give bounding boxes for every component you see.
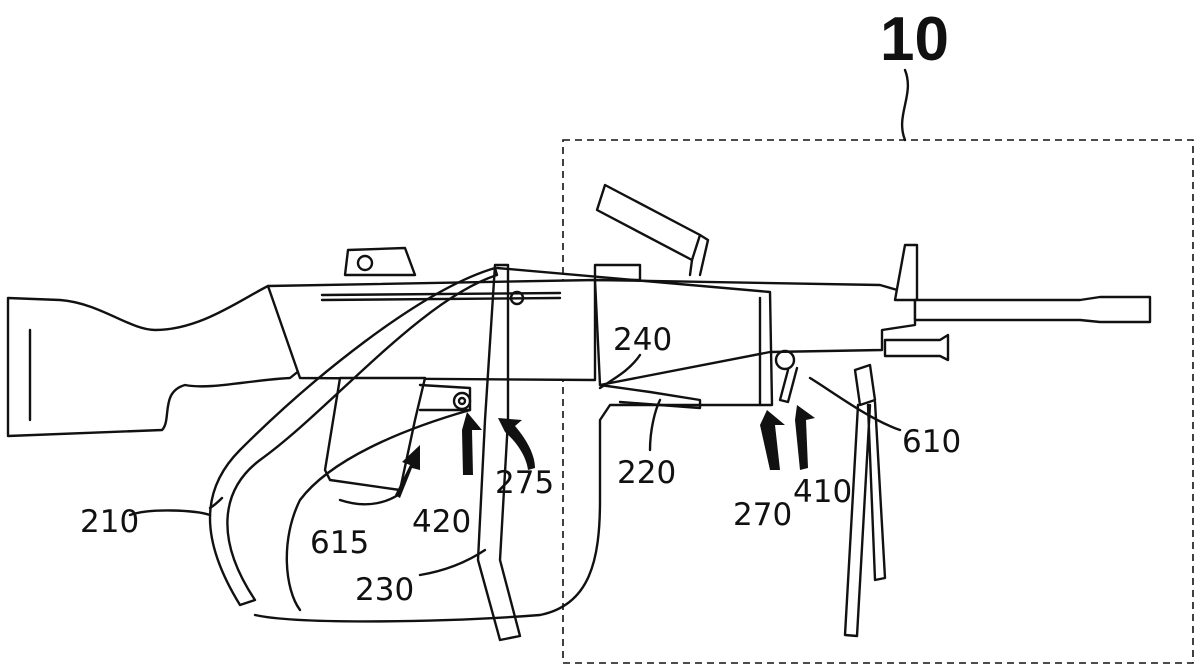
arrow-615 bbox=[395, 445, 420, 498]
barrel bbox=[913, 295, 1152, 324]
latch-410 bbox=[778, 366, 799, 404]
detail-boundary-box bbox=[562, 139, 1194, 664]
leader-240 bbox=[598, 353, 642, 390]
arrow-410 bbox=[795, 405, 815, 470]
gun-receiver bbox=[266, 278, 597, 382]
frame-lower-bar bbox=[253, 403, 762, 623]
leader-210 bbox=[128, 496, 224, 517]
arrow-420 bbox=[462, 412, 482, 475]
pistol-grip bbox=[323, 376, 427, 492]
bipod-mount bbox=[853, 363, 877, 407]
leader-230 bbox=[418, 548, 487, 577]
pivot-420 bbox=[452, 391, 472, 411]
arrow-275 bbox=[498, 418, 535, 470]
label-610: 610 bbox=[902, 424, 961, 460]
label-240: 240 bbox=[613, 322, 672, 358]
receiver-pin bbox=[509, 290, 525, 306]
frame-210 bbox=[208, 266, 499, 607]
gas-block bbox=[883, 333, 950, 362]
carry-handle-arm bbox=[688, 233, 710, 277]
reference-number: 10 bbox=[880, 5, 949, 74]
label-210: 210 bbox=[80, 504, 139, 540]
gun-stock bbox=[6, 284, 302, 438]
label-615: 615 bbox=[310, 525, 369, 561]
leader-615 bbox=[338, 493, 400, 506]
rear-sight bbox=[343, 246, 417, 277]
label-275: 275 bbox=[495, 465, 554, 501]
leader-610 bbox=[808, 376, 902, 432]
pivot-410 bbox=[774, 349, 796, 371]
label-410: 410 bbox=[793, 474, 852, 510]
leader-10 bbox=[900, 68, 910, 142]
label-230: 230 bbox=[355, 572, 414, 608]
front-sight bbox=[893, 243, 919, 302]
frame-230 bbox=[476, 263, 522, 642]
frame-inner-bar bbox=[285, 408, 472, 612]
rear-sight-hole bbox=[356, 254, 374, 272]
label-420: 420 bbox=[412, 504, 471, 540]
bipod-legs bbox=[843, 400, 887, 638]
label-220: 220 bbox=[617, 455, 676, 491]
arrow-270 bbox=[760, 410, 785, 470]
leader-220 bbox=[648, 398, 662, 452]
carry-handle bbox=[595, 183, 702, 262]
clip-240-220 bbox=[598, 383, 702, 410]
forward-receiver bbox=[593, 278, 917, 387]
frame-top-bar bbox=[495, 266, 774, 407]
label-270: 270 bbox=[733, 497, 792, 533]
pivot-420-center bbox=[457, 396, 467, 406]
